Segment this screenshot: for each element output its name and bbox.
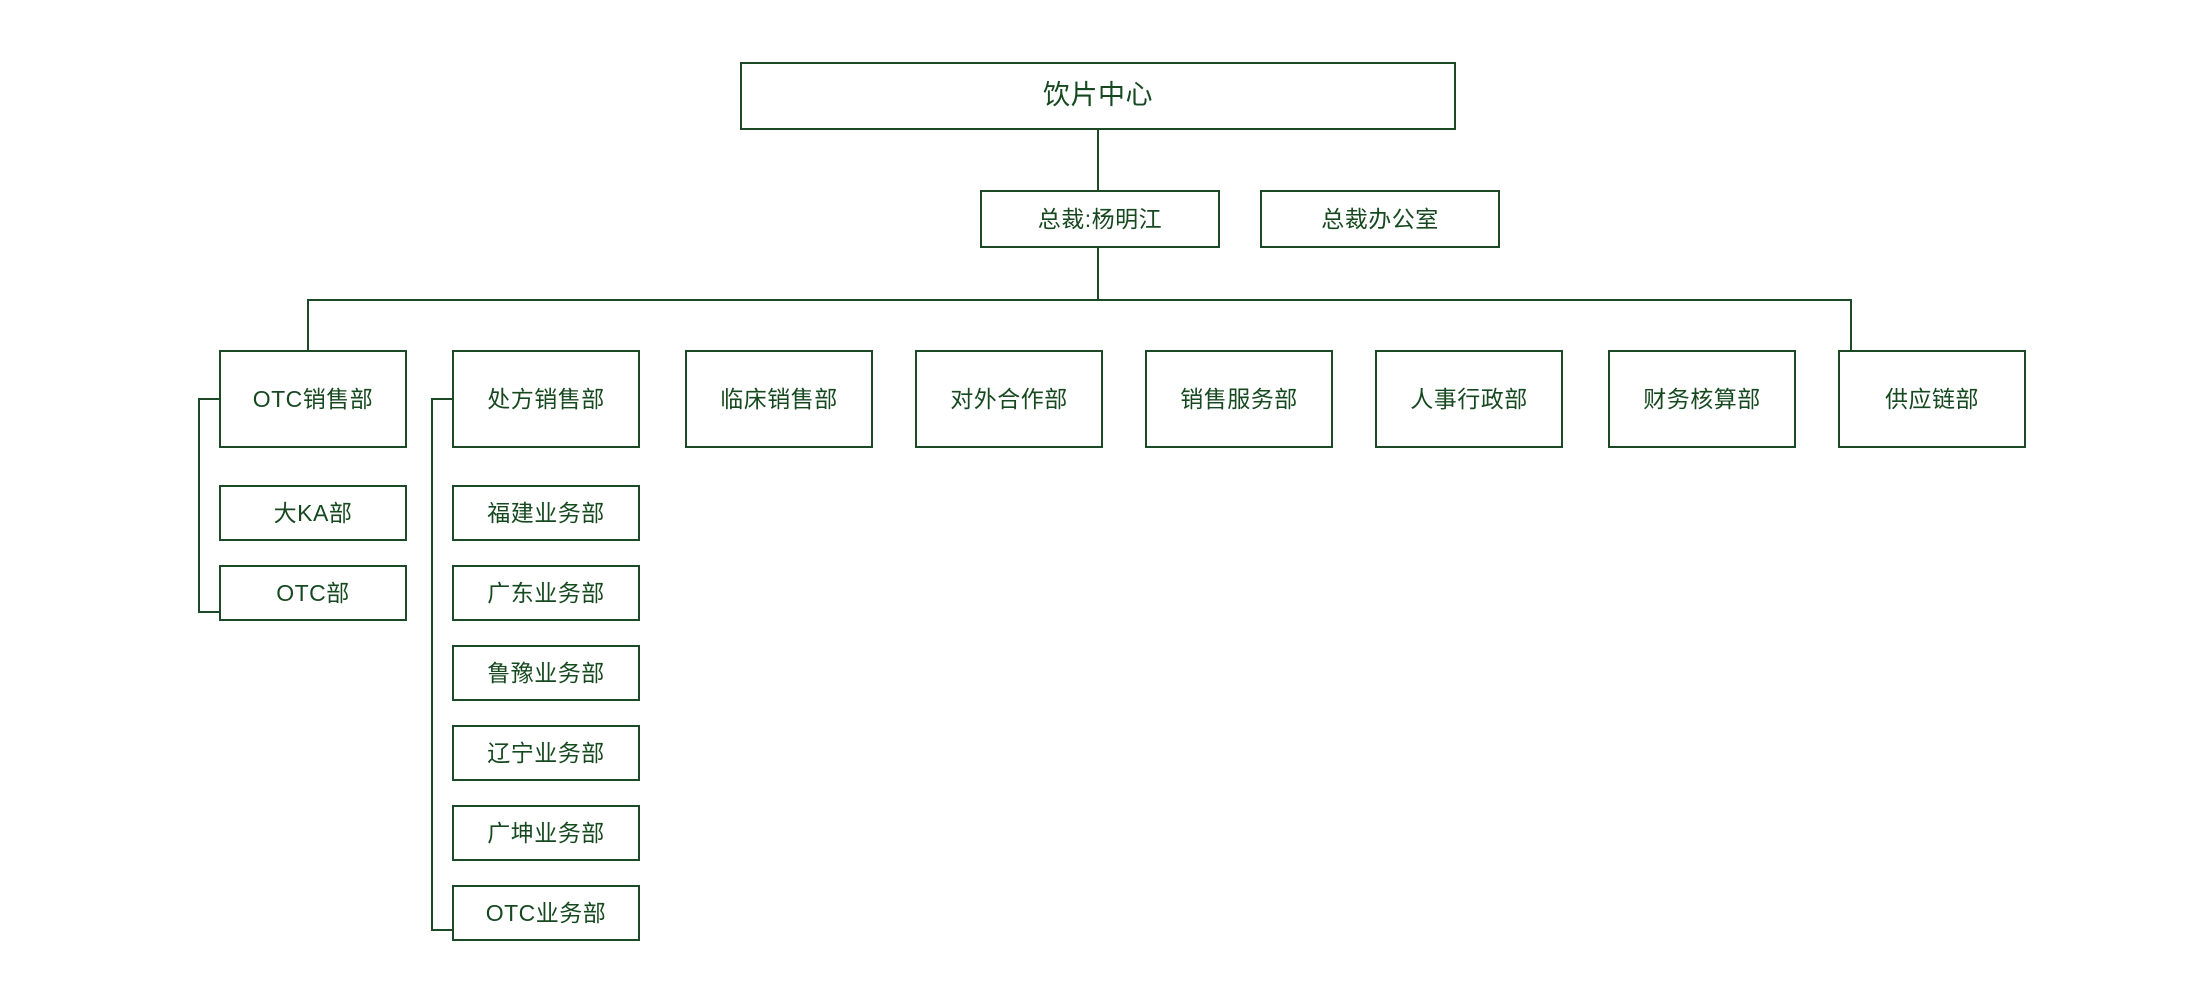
node-sub-guangkun-business[interactable]: 广坤业务部	[452, 805, 640, 861]
node-sub-luyu-business[interactable]: 鲁豫业务部	[452, 645, 640, 701]
node-dept-finance-accounting[interactable]: 财务核算部	[1608, 350, 1796, 448]
node-dept-clinical-sales[interactable]: 临床销售部	[685, 350, 873, 448]
connector-bus-left-drop	[307, 299, 309, 350]
node-sub-otc-business[interactable]: OTC业务部	[452, 885, 640, 941]
connector-otc-sales-stub	[198, 398, 219, 400]
connector-president-to-bus	[1097, 248, 1099, 300]
node-sub-otc[interactable]: OTC部	[219, 565, 407, 621]
node-sub-guangdong-business[interactable]: 广东业务部	[452, 565, 640, 621]
connector-bus-right-drop	[1850, 299, 1852, 350]
node-dept-supply-chain[interactable]: 供应链部	[1838, 350, 2026, 448]
node-dept-otc-sales[interactable]: OTC销售部	[219, 350, 407, 448]
connector-department-bus	[307, 299, 1852, 301]
node-dept-prescription-sales[interactable]: 处方销售部	[452, 350, 640, 448]
node-root-center[interactable]: 饮片中心	[740, 62, 1456, 130]
connector-prescription-sales-stub	[431, 398, 452, 400]
node-sub-fujian-business[interactable]: 福建业务部	[452, 485, 640, 541]
connector-root-to-president	[1097, 130, 1099, 190]
node-dept-sales-service[interactable]: 销售服务部	[1145, 350, 1333, 448]
connector-otc-sales-spine	[198, 398, 200, 613]
node-sub-liaoning-business[interactable]: 辽宁业务部	[452, 725, 640, 781]
connector-otc-business-stub	[431, 929, 452, 931]
node-president[interactable]: 总裁:杨明江	[980, 190, 1220, 248]
connector-prescription-sales-spine	[431, 398, 433, 931]
node-dept-external-cooperation[interactable]: 对外合作部	[915, 350, 1103, 448]
node-president-office[interactable]: 总裁办公室	[1260, 190, 1500, 248]
node-dept-hr-admin[interactable]: 人事行政部	[1375, 350, 1563, 448]
connector-otc-bu-stub	[198, 611, 219, 613]
node-sub-big-ka[interactable]: 大KA部	[219, 485, 407, 541]
